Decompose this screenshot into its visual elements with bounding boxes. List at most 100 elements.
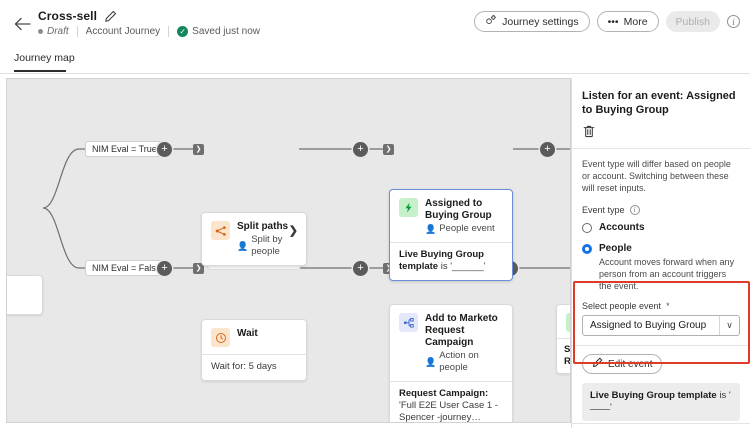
trash-icon[interactable] — [582, 124, 598, 140]
node-add-to-marketo-request-campaign[interactable]: Add to Marketo Request Campaign 👤 Action… — [389, 304, 513, 423]
scoring-body: Scor Rela — [557, 339, 571, 373]
marketo-titles: Add to Marketo Request Campaign 👤 Action… — [425, 313, 503, 374]
node-scoring-related-clipped[interactable]: Scor Rela — [556, 304, 571, 374]
event-type-hint: Event type will differ based on people o… — [582, 159, 731, 193]
node-title: Split paths — [237, 221, 289, 232]
edit-event-section: Edit event Live Buying Group template is… — [572, 346, 750, 428]
journey-canvas[interactable]: unts NIM Eval = True NIM Eval = False + … — [6, 78, 571, 423]
split-paths-stack-shadow — [207, 263, 301, 270]
add-step-button-4[interactable]: + — [157, 261, 172, 276]
more-button[interactable]: ••• More — [596, 11, 659, 32]
radio-people-label: People — [599, 243, 632, 254]
node-wait[interactable]: Wait Wait for: 5 days — [201, 319, 307, 381]
wait-body: Wait for: 5 days — [211, 361, 277, 372]
scoring-title-line2: Rela — [564, 356, 571, 367]
publish-label: Publish — [675, 15, 710, 28]
status-badge: Draft — [38, 26, 69, 37]
select-people-event-label: Select people event — [582, 301, 662, 311]
event-properties-panel: Listen for an event: Assigned to Buying … — [571, 78, 750, 428]
node-split-paths[interactable]: Split paths 👤 Split by people ❯ — [201, 212, 307, 266]
scoring-header — [557, 305, 570, 338]
add-step-button-2[interactable]: + — [353, 142, 368, 157]
campaign-nodes-icon — [399, 313, 418, 332]
journey-settings-button[interactable]: Journey settings — [474, 11, 590, 32]
journey-meta-row: Draft Account Journey ✓ Saved just now — [38, 26, 260, 37]
add-step-button-3[interactable]: + — [540, 142, 555, 157]
abg-titles: Assigned to Buying Group 👤 People event — [425, 198, 503, 235]
marketo-body-bold: Request Campaign: — [399, 388, 489, 399]
node-divider — [390, 381, 512, 382]
branch-label-false-text: NIM Eval = False — [92, 263, 161, 273]
add-step-button-5[interactable]: + — [353, 261, 368, 276]
branch-label-true[interactable]: NIM Eval = True — [85, 141, 164, 157]
template-summary-quote-close: ' — [610, 402, 612, 413]
node-subtitle-text: Action on people — [439, 350, 479, 373]
wait-titles: Wait — [237, 328, 258, 340]
template-summary-quote-open: ' — [728, 390, 731, 401]
panel-title: Listen for an event: Assigned to Buying … — [582, 90, 736, 116]
tab-journey-map[interactable]: Journey map — [14, 52, 75, 64]
split-paths-header: Split paths 👤 Split by people — [202, 213, 306, 265]
abg-body: Live Buying Group template is '______' — [390, 243, 512, 280]
back-arrow-icon[interactable] — [12, 14, 32, 34]
event-type-label: Event type — [582, 205, 625, 215]
lightning-bolt-icon — [566, 313, 570, 332]
gear-icon — [485, 14, 497, 29]
radio-option-people[interactable]: People — [582, 243, 740, 254]
tab-active-underline — [14, 70, 66, 72]
event-type-label-row: Event type i — [582, 205, 740, 215]
node-input-handle-3[interactable]: ❯ — [193, 263, 204, 274]
publish-button[interactable]: Publish — [665, 11, 720, 32]
marketo-body-rest: 'Full E2E User Case 1 - Spencer -journey… — [399, 400, 498, 423]
panel-divider-4 — [572, 423, 750, 424]
pencil-icon[interactable] — [104, 10, 117, 23]
node-title: Assigned to Buying Group — [425, 198, 492, 221]
node-title: Add to Marketo Request Campaign — [425, 313, 498, 348]
chevron-right-icon[interactable]: ❯ — [288, 225, 298, 237]
node-assigned-to-buying-group[interactable]: Assigned to Buying Group 👤 People event … — [389, 189, 513, 281]
edit-event-button[interactable]: Edit event — [582, 354, 663, 374]
chevron-down-icon[interactable]: ∨ — [719, 316, 739, 335]
branch-label-false[interactable]: NIM Eval = False — [85, 260, 168, 276]
wait-header: Wait — [202, 320, 306, 354]
entry-node-label: unts — [7, 276, 42, 308]
journey-title-row: Cross-sell — [38, 9, 117, 23]
saved-status: ✓ Saved just now — [177, 26, 260, 37]
template-summary-blank — [590, 409, 610, 410]
meta-divider-2 — [168, 26, 170, 37]
split-paths-titles: Split paths 👤 Split by people — [237, 221, 297, 258]
add-step-button[interactable]: + — [157, 142, 172, 157]
branch-label-true-text: NIM Eval = True — [92, 144, 157, 154]
marketo-header: Add to Marketo Request Campaign 👤 Action… — [390, 305, 512, 381]
select-people-event-dropdown[interactable]: Assigned to Buying Group ∨ — [582, 315, 740, 336]
panel-header: Listen for an event: Assigned to Buying … — [572, 78, 750, 148]
radio-people[interactable] — [582, 244, 592, 254]
entry-node-accounts[interactable]: unts — [7, 275, 43, 315]
marketo-body: Request Campaign: 'Full E2E User Case 1 … — [390, 382, 512, 423]
journey-settings-label: Journey settings — [502, 15, 579, 28]
node-input-handle-2[interactable]: ❯ — [383, 144, 394, 155]
page-title: Cross-sell — [38, 9, 98, 23]
node-input-handle-4[interactable]: ❯ — [383, 263, 394, 274]
abg-body-rest: is — [440, 261, 448, 272]
scoring-title-line1: Scor — [564, 344, 571, 355]
info-icon[interactable]: i — [727, 15, 740, 28]
node-subtitle: 👤 Action on people — [425, 350, 503, 374]
node-input-handle[interactable]: ❯ — [193, 144, 204, 155]
header-divider — [0, 73, 750, 74]
lightning-bolt-icon — [399, 198, 418, 217]
node-subtitle: 👤 Split by people — [237, 234, 297, 258]
meta-divider — [76, 26, 78, 37]
abg-header: Assigned to Buying Group 👤 People event — [390, 190, 512, 242]
node-subtitle: 👤 People event — [425, 223, 503, 235]
status-label: Draft — [47, 26, 69, 37]
radio-option-accounts[interactable]: Accounts — [582, 222, 740, 233]
app-header: Cross-sell Draft Account Journey ✓ Saved… — [0, 0, 750, 48]
header-actions: Journey settings ••• More Publish i — [474, 11, 740, 32]
abg-body-quoted: '______' — [450, 261, 486, 272]
radio-accounts[interactable] — [582, 223, 592, 233]
node-divider — [202, 354, 306, 355]
info-icon[interactable]: i — [629, 205, 640, 215]
node-title: Wait — [237, 328, 258, 339]
